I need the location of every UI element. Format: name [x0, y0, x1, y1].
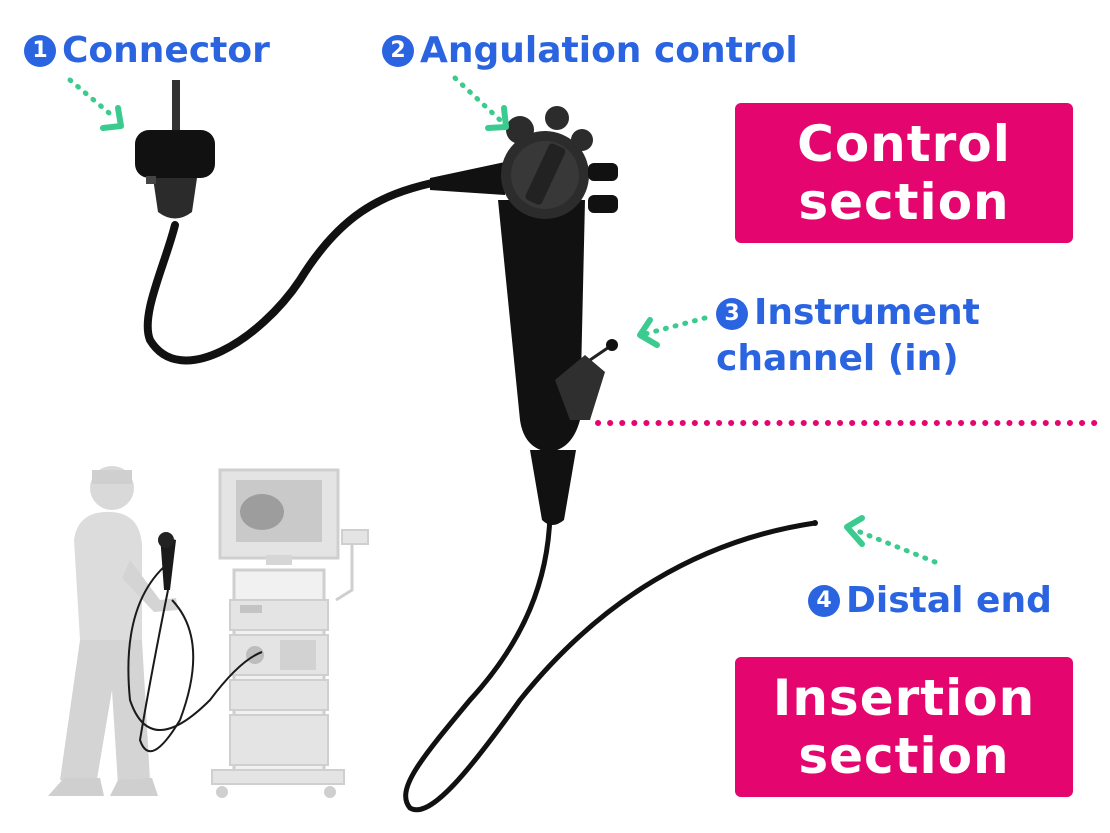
arrow-angulation: [452, 75, 503, 123]
callout-number-1: 1: [24, 34, 56, 67]
control-section-line2: section: [798, 173, 1010, 231]
callout-number-3: 3: [716, 298, 748, 330]
callout-angulation-control: 2 Angulation control: [382, 30, 798, 71]
callout-distal-end: 4 Distal end: [808, 580, 1052, 621]
callout-instrument-channel: 3 Instrument channel (in): [716, 290, 980, 382]
clinician-tower-illustration: [48, 466, 369, 798]
arrow-connector: [67, 77, 118, 121]
insertion-section-box: Insertion section: [735, 657, 1073, 797]
arrow-distal-end: [852, 527, 938, 565]
arrowheads: [100, 105, 865, 547]
universal-cord: [143, 179, 436, 365]
distal-tip: [812, 520, 818, 526]
callout-connector: 1 Connector: [24, 30, 270, 71]
callout-number-2: 2: [382, 34, 414, 67]
callout-label-instrument-channel-line1: Instrument: [754, 292, 980, 333]
callout-label-connector: Connector: [62, 30, 270, 71]
callout-label-distal-end: Distal end: [846, 580, 1052, 621]
insertion-tube: [403, 512, 818, 813]
insertion-section-line2: section: [798, 727, 1010, 785]
callout-number-4: 4: [808, 584, 840, 617]
arrow-instrument-channel: [642, 315, 708, 337]
callout-label-angulation-control: Angulation control: [420, 30, 798, 71]
callout-arrows: [67, 75, 938, 565]
endoscope: [135, 80, 818, 813]
control-body: [430, 106, 618, 525]
callout-label-instrument-channel-line2: channel (in): [716, 338, 959, 379]
control-section-box: Control section: [735, 103, 1073, 243]
insertion-section-line1: Insertion: [772, 669, 1036, 727]
connector-plug: [135, 80, 215, 219]
control-section-line1: Control: [797, 115, 1011, 173]
